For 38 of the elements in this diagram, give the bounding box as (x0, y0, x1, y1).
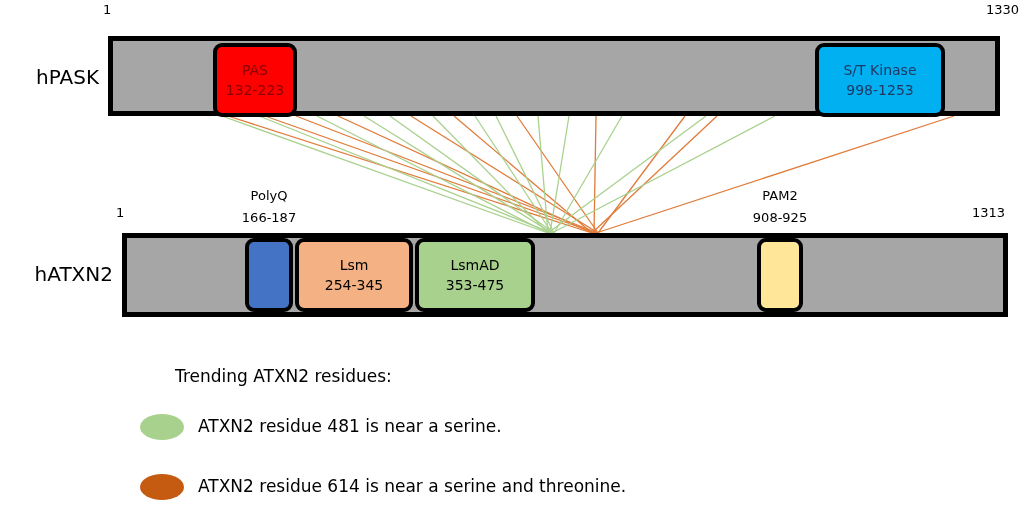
residue-range: 908-925 (752, 209, 808, 227)
domain-box (213, 43, 297, 117)
crosslink-line (453, 115, 593, 234)
domain-name: S/T Kinase (843, 61, 917, 80)
position-number: 1313 (972, 205, 1006, 220)
domain-name: LsmAD (450, 256, 500, 275)
crosslink-line (432, 115, 549, 234)
domain-name: PolyQ (250, 187, 288, 205)
crosslink-line (516, 115, 599, 234)
protein-name: hPASK (36, 65, 99, 89)
residue-range: 254-345 (324, 276, 384, 295)
residue-range: 998-1253 (846, 81, 914, 100)
domain-name: PAS (242, 61, 268, 80)
position-number: 1330 (986, 2, 1020, 17)
domain-box (815, 43, 945, 117)
crosslink-line (597, 115, 686, 234)
crosslink-line (593, 115, 597, 234)
crosslink-line (337, 115, 593, 234)
domain-name: PAM2 (762, 187, 798, 205)
residue-range: 166-187 (241, 209, 297, 227)
crosslink-line (595, 115, 955, 234)
legend-title: Trending ATXN2 residues: (175, 366, 392, 386)
crosslink-line (553, 115, 623, 234)
crosslink-line (316, 115, 549, 234)
crosslink-line (591, 115, 718, 234)
position-number: 1 (116, 205, 125, 220)
crosslink-line (537, 115, 549, 234)
legend-text: ATXN2 residue 614 is near a serine and threonine. (198, 476, 627, 496)
residue-range: 353-475 (445, 276, 505, 295)
crosslink-line (495, 115, 555, 234)
crosslink-line (474, 115, 553, 234)
residue-range: 132-223 (225, 81, 285, 100)
crosslink-line (410, 115, 599, 234)
domain-name: Lsm (339, 256, 369, 275)
protein-name: hATXN2 (34, 262, 113, 286)
legend-text: ATXN2 residue 481 is near a serine. (198, 416, 502, 436)
position-number: 1 (103, 2, 112, 17)
crosslink-line (551, 115, 776, 234)
